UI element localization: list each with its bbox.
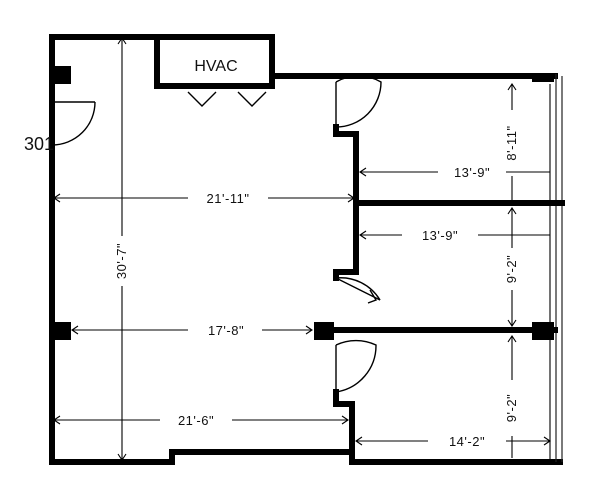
room-mid-door-leaf [335,277,381,301]
dim-width-middle-text: 17'-8" [208,323,244,338]
dim-width-upper-text: 21'-11" [207,191,250,206]
partition-lower [333,389,355,455]
dim-arrow [507,319,517,327]
dim-room-mid-width-text: 13'-9" [422,228,458,243]
dim-arrow [359,167,367,177]
dim-arrow [507,335,517,343]
column-ne [532,74,554,82]
dim-arrow [341,415,349,425]
dim-room-mid-height-text: 9'-2" [504,255,519,283]
dim-arrow [507,83,517,91]
dim-arrow [347,193,355,203]
interior-walls [323,124,565,455]
unit-number-label: 301 [24,134,54,154]
hvac-louver-left [187,91,217,107]
room-top-door-swing [335,75,382,128]
dim-arrow [305,325,313,335]
dimension-lines [53,37,551,461]
doors [51,75,382,393]
dim-arrow [355,436,363,446]
dim-arrow [359,230,367,240]
column-center [314,322,334,340]
dim-arrow [53,193,61,203]
hvac-enclosure [154,34,275,89]
dim-room-bottom-width-text: 14'-2" [449,434,485,449]
room-bottom-door-swing [335,339,377,393]
dim-arrow [507,207,517,215]
entry-door-swing [51,101,96,146]
dim-room-bottom-height-text: 9'-2" [504,394,519,422]
labels: HVAC 301 21'-11" 17'-8" 21'-6" 30'-7" 13… [24,58,519,449]
dim-arrow [71,325,79,335]
column-west [53,322,71,340]
hvac-label: HVAC [194,58,237,75]
east-edge [555,74,563,462]
outer-wall [49,34,563,465]
columns [53,66,554,340]
exterior-walls [49,34,563,465]
room-mid-door-swing [335,277,381,301]
dim-arrow [117,37,127,45]
column-nw [53,66,71,84]
dim-arrow [117,453,127,461]
room-mid-door-arrow [367,289,378,304]
dim-arrow [53,415,61,425]
column-east [532,322,554,340]
dim-width-lower-text: 21'-6" [178,413,214,428]
hvac-louver-right [237,91,267,107]
dim-total-height-text: 30'-7" [114,243,129,279]
dim-room-top-width-text: 13'-9" [454,165,490,180]
dim-room-top-height-text: 8'-11" [504,125,519,160]
